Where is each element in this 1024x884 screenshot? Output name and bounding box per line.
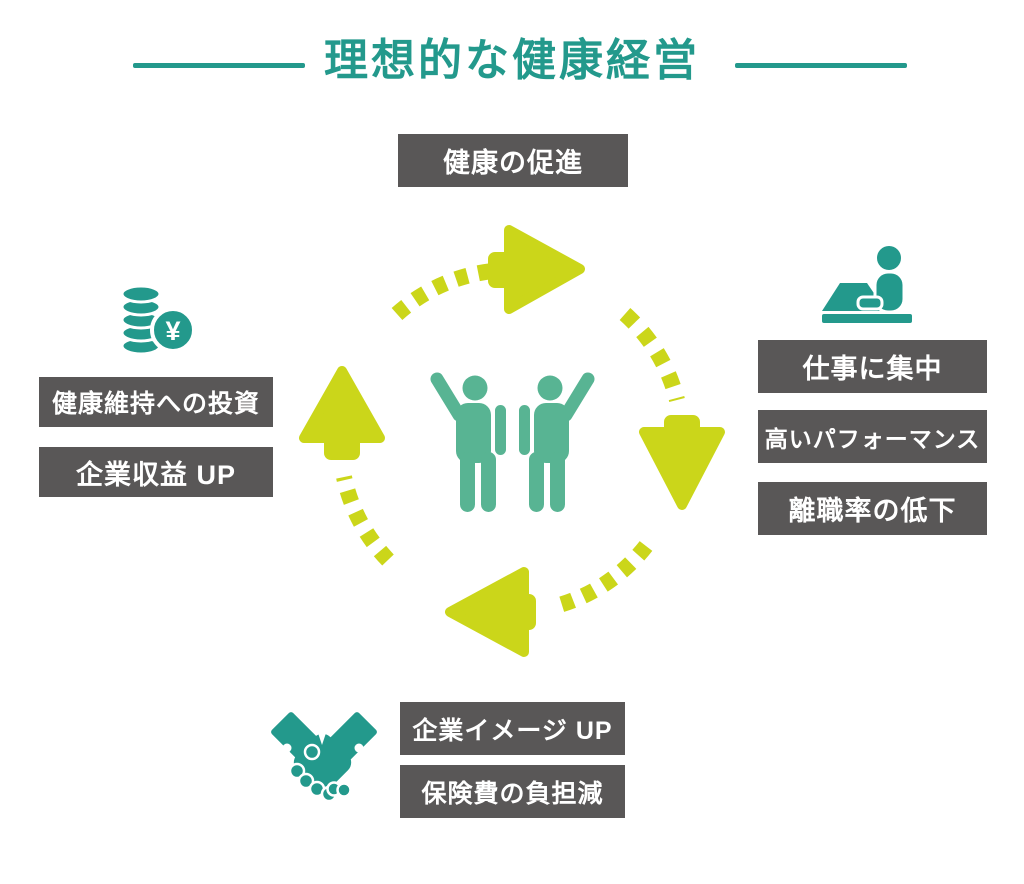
title-rule-right xyxy=(735,63,907,68)
cycle-arrows xyxy=(299,225,725,657)
title-rule-left xyxy=(133,63,305,68)
two-people-raising-hands-icon xyxy=(430,376,588,513)
label-box-health-promotion: 健康の促進 xyxy=(398,134,628,187)
cycle-dashes-bottom xyxy=(549,540,653,615)
page-title: 理想的な健康経営 xyxy=(324,36,700,85)
label-box-insurance-cost-down: 保険費の負担減 xyxy=(400,765,625,818)
yen-coin-stack-icon: ¥ xyxy=(120,284,196,356)
cycle-dashes-right xyxy=(619,308,685,403)
cycle-dashes-top xyxy=(391,263,495,321)
arrow-up-icon xyxy=(299,366,385,460)
label-box-corporate-profit-up: 企業収益 UP xyxy=(39,447,273,497)
label-box-high-performance: 高いパフォーマンス xyxy=(758,410,987,463)
handshake-icon xyxy=(271,712,377,803)
yen-symbol: ¥ xyxy=(165,316,180,346)
cycle-dashes-left xyxy=(336,475,394,566)
cycle-dashes xyxy=(336,263,685,615)
arrow-down-icon xyxy=(639,415,725,510)
arrow-right-icon xyxy=(488,225,585,314)
label-box-focus-on-work: 仕事に集中 xyxy=(758,340,987,393)
person-at-laptop-icon xyxy=(822,243,912,323)
arrow-left-icon xyxy=(445,567,536,657)
label-box-health-investment: 健康維持への投資 xyxy=(39,377,273,427)
label-box-corporate-image-up: 企業イメージ UP xyxy=(400,702,625,755)
label-box-lower-turnover: 離職率の低下 xyxy=(758,482,987,535)
